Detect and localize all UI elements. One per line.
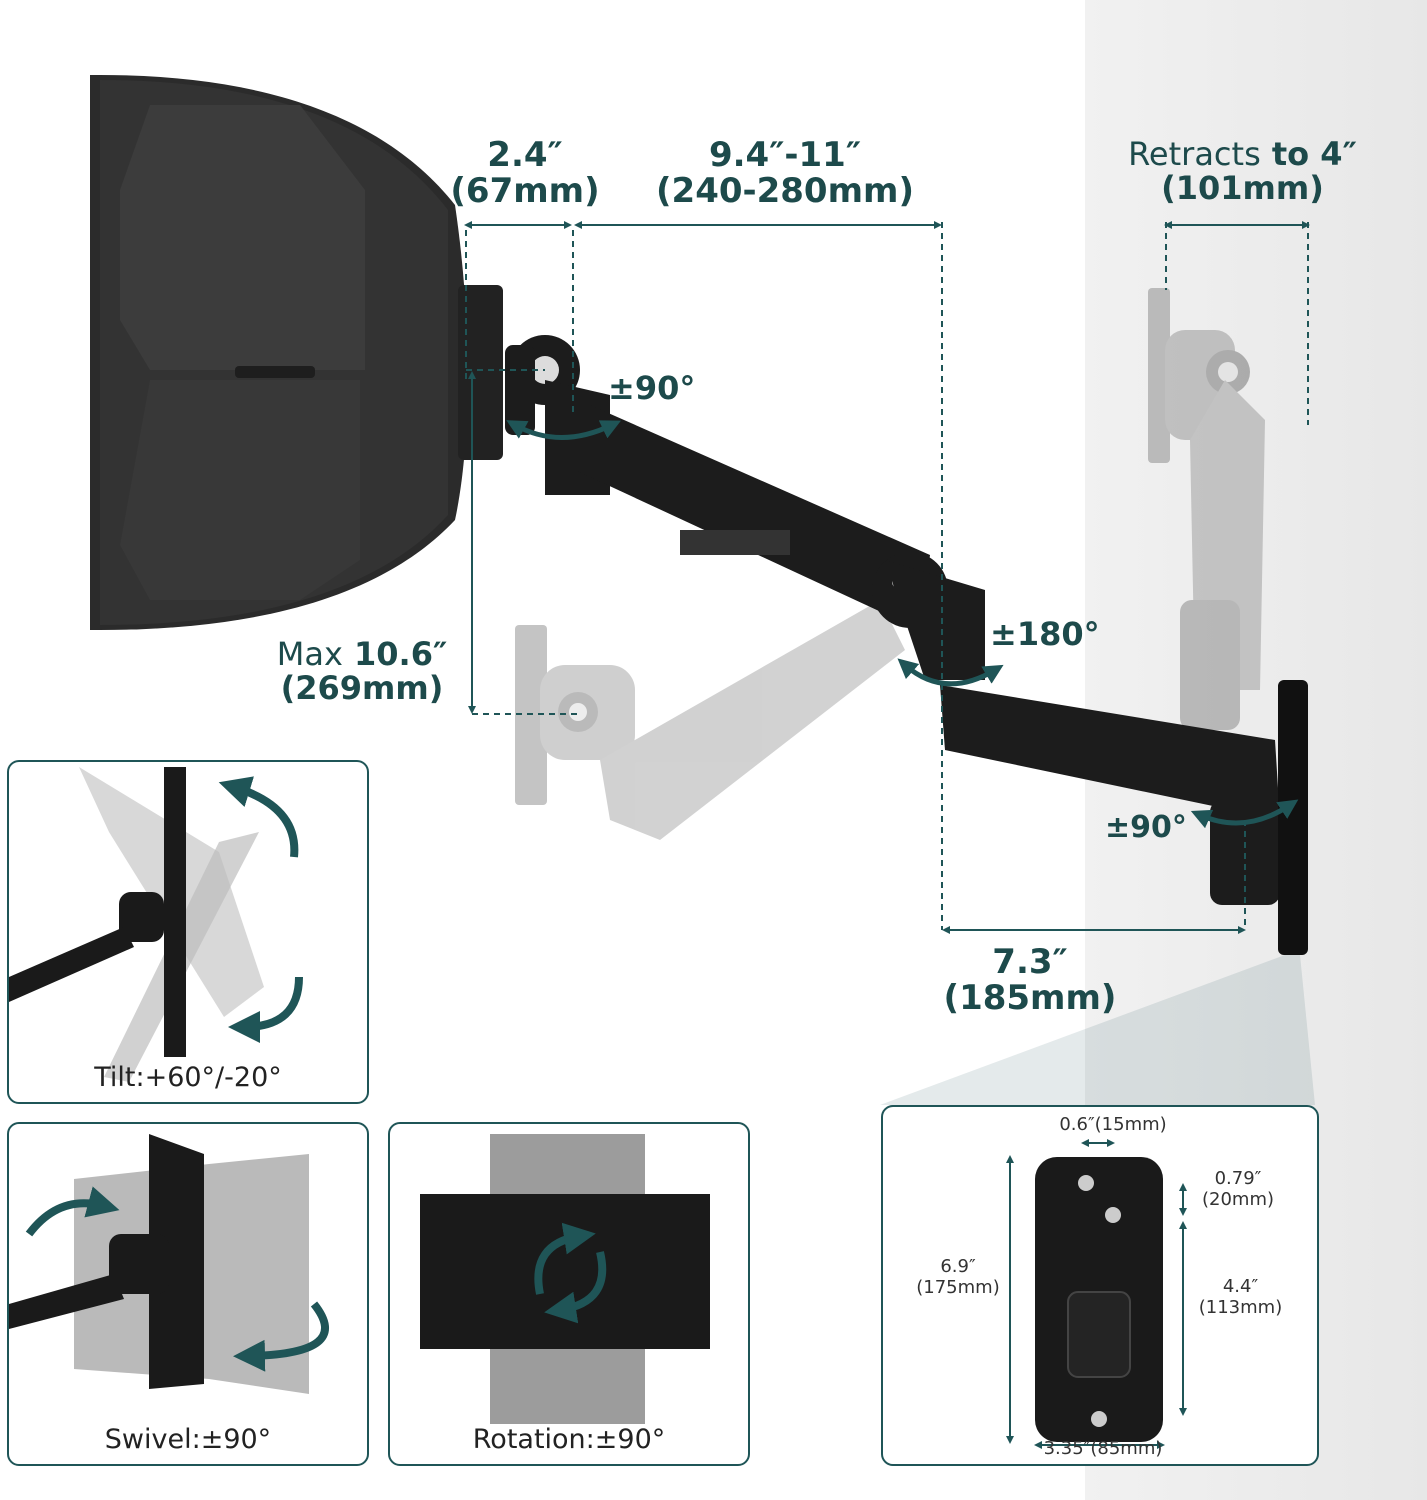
rotation-caption: Rotation:±90° xyxy=(472,1424,666,1455)
wall-plate-diagram xyxy=(1006,1139,1187,1449)
main-arm xyxy=(505,335,1308,955)
max-height-dimension: Max 10.6″ (269mm) xyxy=(276,635,448,707)
rotate-arrows-icon xyxy=(534,1222,607,1324)
tilt-panel: Tilt:+60°/-20° xyxy=(7,760,369,1104)
lower-arm-dimension: 7.3″ (185mm) xyxy=(943,942,1117,1018)
curved-arrow-icon xyxy=(506,420,1299,829)
plate-lower-spacing: 4.4″ (113mm) xyxy=(1198,1276,1283,1318)
head-angle-label: ±90° xyxy=(608,369,696,407)
swivel-caption: Swivel:±90° xyxy=(104,1424,272,1455)
tilt-caption: Tilt:+60°/-20° xyxy=(94,1062,282,1093)
extension-dimension: 9.4″-11″ (240-280mm) xyxy=(656,135,914,211)
elbow-angle-label: ±180° xyxy=(990,615,1100,653)
plate-width: 3.35″(85mm) xyxy=(1043,1438,1163,1459)
plate-hole-spacing: 0.79″ (20mm) xyxy=(1201,1168,1275,1210)
plate-height: 6.9″ (175mm) xyxy=(916,1256,1000,1298)
offset-dimension: 2.4″ (67mm) xyxy=(450,135,600,211)
plate-top-offset: 0.6″(15mm) xyxy=(1059,1114,1167,1135)
dimension-arrows xyxy=(464,221,1310,934)
dimension-guides xyxy=(465,222,1309,930)
monitor-back xyxy=(90,75,503,630)
base-angle-label: ±90° xyxy=(1105,810,1187,845)
wall-plate-panel: 0.6″(15mm) 0.79″ (20mm) 6.9″ (175mm) 4.4… xyxy=(881,1105,1319,1466)
rotation-panel: Rotation:±90° xyxy=(388,1122,750,1466)
rotation-illustration xyxy=(420,1134,710,1424)
ghost-retracted-arm xyxy=(1148,288,1265,730)
tilt-illustration xyxy=(9,767,303,1082)
swivel-panel: Swivel:±90° xyxy=(7,1122,369,1466)
swivel-illustration xyxy=(9,1134,329,1394)
ghost-lowered-arm xyxy=(515,600,905,840)
retract-dimension: Retracts to 4″ (101mm) xyxy=(1128,135,1357,207)
